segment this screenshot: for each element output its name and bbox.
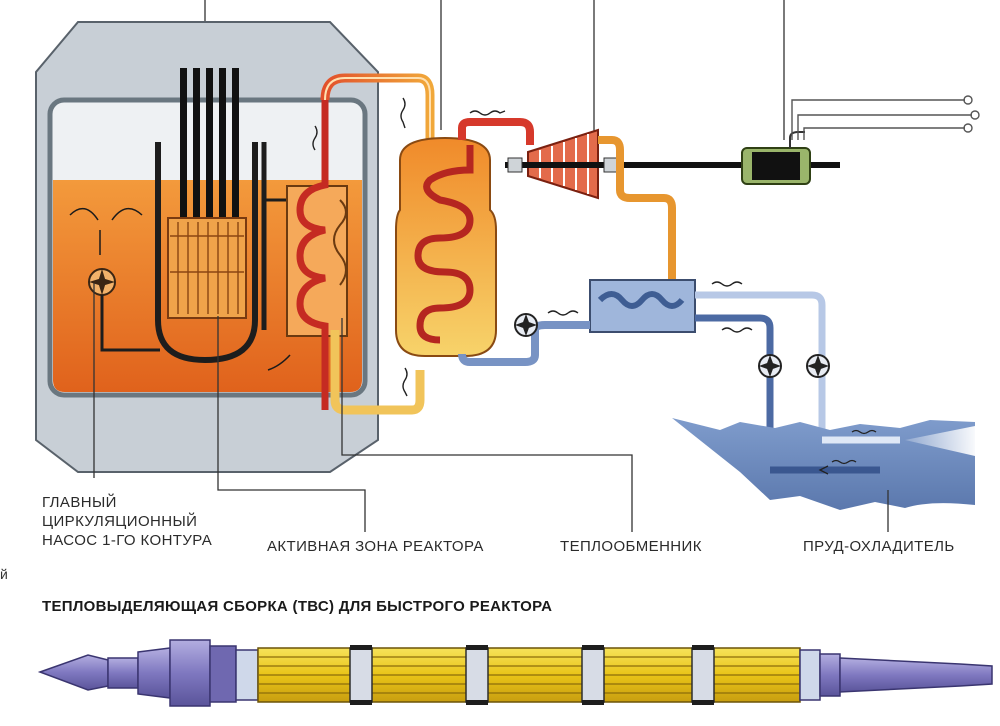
cooling-pond-label: ПРУД-ОХЛАДИТЕЛЬ: [803, 538, 955, 555]
spacer-grids: [349, 647, 715, 703]
fuel-assembly: [37, 639, 993, 707]
reactor-core: [167, 217, 247, 319]
heat-exchanger-label: ТЕПЛООБМЕННИК: [560, 538, 702, 555]
power-output-lines: [791, 95, 980, 140]
primary-internal-pipe: [100, 295, 160, 352]
pump-label-line1: ГЛАВНЫЙ: [42, 494, 117, 511]
secondary-loop-return: [330, 330, 425, 415]
fuel-assembly-title: ТЕПЛОВЫДЕЛЯЮЩАЯ СБОРКА (ТВС) ДЛЯ БЫСТРОГ…: [42, 598, 553, 615]
steam-pipe: [458, 118, 534, 145]
cooling-water-out: [695, 291, 900, 444]
fuel-assembly-tail: [839, 657, 993, 693]
cooling-water-in: [695, 314, 880, 474]
cooling-pond: [672, 418, 975, 510]
exhaust-pipe: [598, 136, 676, 282]
pump-label: ГЛАВНЫЙ ЦИРКУЛЯЦИОННЫЙ НАСОС 1-ГО КОНТУР…: [42, 493, 212, 550]
reactor-shell: [155, 142, 258, 364]
steam-generator: [395, 136, 497, 357]
intermediate-heat-exchanger: [286, 185, 348, 337]
control-rods: [180, 68, 239, 218]
condensate-return: [458, 321, 590, 366]
edge-fragment-text: й: [0, 566, 8, 582]
core-label: АКТИВНАЯ ЗОНА РЕАКТОРА: [267, 538, 484, 555]
core-grid: [170, 222, 244, 314]
fuel-assembly-nose: [37, 654, 109, 691]
pool-circulation-arrows: [69, 207, 291, 371]
label-leader-lines: [93, 283, 889, 532]
pump-label-line2: ЦИРКУЛЯЦИОННЫЙ: [42, 513, 198, 530]
flow-arrows-steam: [312, 97, 408, 397]
pump-label-line3: НАСОС 1-ГО КОНТУРА: [42, 532, 213, 549]
